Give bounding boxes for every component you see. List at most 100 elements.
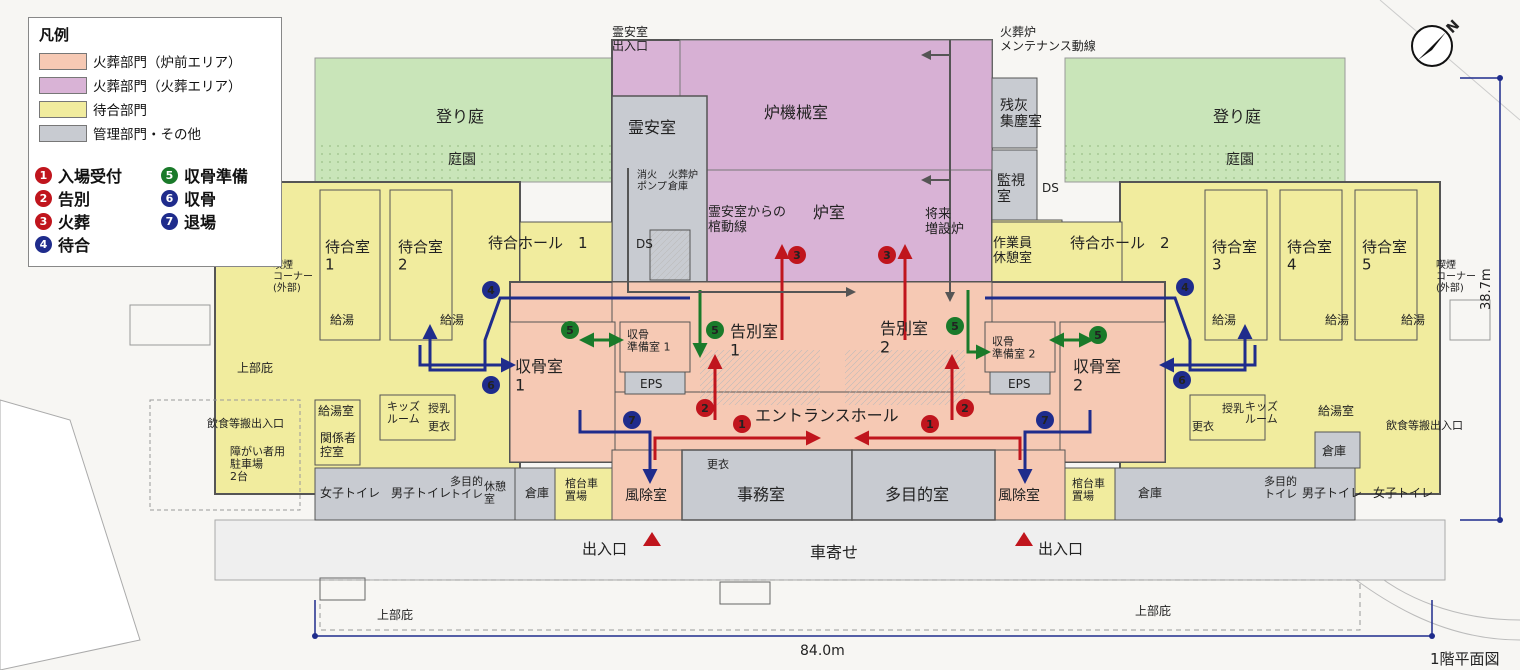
legend-zone-front-label: 火葬部門（炉前エリア）: [93, 55, 242, 71]
label-furnace-machine: 炉機械室: [764, 103, 828, 122]
label-waiting-hall-1: 待合ホール 1: [488, 234, 588, 252]
label-staff-room: 関係者控室: [320, 431, 356, 459]
flow-arrows-gray: [627, 40, 955, 302]
svg-text:4: 4: [1181, 281, 1189, 294]
legend-step-1: 1 入場受付: [35, 163, 122, 187]
legend-step-4-label: 待合: [58, 236, 91, 255]
legend-zone-admin: 管理部門・その他: [39, 123, 201, 143]
label-pantry-1: 給湯: [330, 313, 354, 327]
legend-step-4: 4 待合: [35, 232, 90, 256]
label-caption: 1階平面図: [1430, 650, 1500, 668]
label-pantry-4: 給湯: [1325, 313, 1349, 327]
label-men-wc-left: 男子トイレ: [391, 486, 451, 500]
label-men-wc-right: 男子トイレ: [1302, 486, 1362, 500]
label-maintenance: 火葬炉メンテナンス動線: [1000, 25, 1096, 53]
label-ds-left: DS: [636, 237, 653, 251]
label-garden-left: 庭園: [448, 151, 476, 168]
svg-text:2: 2: [701, 402, 709, 415]
svg-text:3: 3: [793, 249, 801, 262]
legend-swatch-admin: [39, 124, 87, 142]
legend-swatch-cremation: [39, 76, 87, 94]
label-porte-cochere: 車寄せ: [810, 543, 858, 562]
label-women-wc-left: 女子トイレ: [320, 485, 380, 500]
label-monitor: 監視室: [997, 172, 1025, 205]
label-eaves-top-left: 上部庇: [237, 360, 273, 375]
legend-step-4-num: 4: [35, 235, 52, 253]
flow-step-marker-6: 6 6: [482, 371, 1191, 394]
label-coffin-cart-right: 棺台車置場: [1072, 476, 1105, 503]
legend-zone-cremation: 火葬部門（火葬エリア）: [39, 75, 242, 95]
label-fire-pump: 消火ポンプ: [637, 168, 667, 193]
label-coffin-cart-left: 棺台車置場: [565, 476, 598, 503]
legend-zone-cremation-label: 火葬部門（火葬エリア）: [93, 79, 242, 95]
label-smoking-right: 喫煙コーナー(外部): [1436, 259, 1476, 294]
entrance-marker-left: [643, 532, 661, 546]
svg-text:7: 7: [628, 414, 636, 427]
label-storage-far-right: 倉庫: [1322, 443, 1346, 458]
label-ash-room: 残灰集塵室: [1000, 98, 1042, 130]
flow-step-marker-7: 7 7: [623, 411, 1054, 429]
legend-swatch-front: [39, 52, 87, 70]
legend-step-2-label: 告別: [58, 190, 91, 209]
label-windbreak-left: 風除室: [625, 487, 667, 504]
label-pantry-2: 給湯: [440, 313, 464, 327]
legend-step-3-label: 火葬: [58, 213, 91, 232]
entrance-marker-right: [1015, 532, 1033, 546]
label-food-entrance-right: 飲食等搬出入口: [1386, 418, 1463, 432]
svg-text:5: 5: [1094, 329, 1102, 342]
label-ds-right: DS: [1042, 181, 1059, 195]
label-nursing-left: 授乳: [428, 401, 450, 415]
flow-step-marker-5: 5 5 5 5: [561, 317, 1107, 344]
label-spirit-entrance: 霊安室出入口: [612, 24, 648, 53]
label-pantry-3: 給湯: [1212, 313, 1236, 327]
legend-zone-front: 火葬部門（炉前エリア）: [39, 51, 242, 71]
label-worker-rest: 作業員休憩室: [993, 235, 1032, 266]
legend-step-5-num: 5: [161, 166, 178, 184]
legend-swatch-waiting: [39, 100, 87, 118]
label-kids-left: キッズルーム: [387, 399, 420, 426]
label-food-entrance-left: 飲食等搬出入口: [207, 416, 284, 430]
legend-step-1-num: 1: [35, 166, 52, 184]
label-climb-garden-left: 登り庭: [436, 107, 484, 126]
label-locker-office: 更衣: [707, 457, 729, 471]
legend-step-2-num: 2: [35, 189, 52, 207]
flow-step-marker-3: 3 3: [788, 246, 896, 264]
legend-step-3: 3 火葬: [35, 209, 90, 233]
label-nursing-right: 授乳: [1222, 401, 1244, 415]
legend-step-1-label: 入場受付: [58, 167, 123, 186]
label-locker-right: 更衣: [1192, 419, 1214, 433]
label-windbreak-right: 風除室: [998, 487, 1040, 504]
label-eaves-bottom-left: 上部庇: [377, 607, 413, 622]
legend-step-2: 2 告別: [35, 186, 90, 210]
legend-title: 凡例: [39, 26, 70, 44]
flow-arrows-blue: [418, 296, 1257, 484]
svg-text:6: 6: [487, 379, 495, 392]
svg-text:3: 3: [883, 249, 891, 262]
label-women-wc-right: 女子トイレ: [1373, 485, 1433, 500]
svg-text:7: 7: [1041, 414, 1049, 427]
label-furnace-storage: 火葬炉倉庫: [668, 169, 698, 193]
svg-text:1: 1: [926, 418, 934, 431]
label-multi-wc-right: 多目的トイレ: [1264, 474, 1297, 501]
svg-text:5: 5: [711, 324, 719, 337]
label-kitchen-left: 給湯室: [318, 403, 354, 418]
label-bone-prep-2: 収骨準備室 2: [992, 335, 1036, 361]
label-kitchen-right: 給湯室: [1318, 403, 1354, 418]
label-entrance-right: 出入口: [1038, 540, 1083, 558]
label-climb-garden-right: 登り庭: [1213, 107, 1261, 126]
legend-zone-waiting-label: 待合部門: [93, 103, 147, 119]
label-pantry-5: 給湯: [1401, 313, 1425, 327]
legend-step-6-label: 収骨: [184, 190, 217, 209]
label-multi-wc-left: 多目的トイレ: [450, 474, 483, 501]
label-entrance-left: 出入口: [582, 540, 627, 558]
svg-text:5: 5: [951, 320, 959, 333]
svg-text:4: 4: [487, 284, 495, 297]
flow-arrows-green: [579, 290, 1094, 360]
legend-step-5-label: 収骨準備: [184, 167, 249, 186]
legend-zone-waiting: 待合部門: [39, 99, 147, 119]
